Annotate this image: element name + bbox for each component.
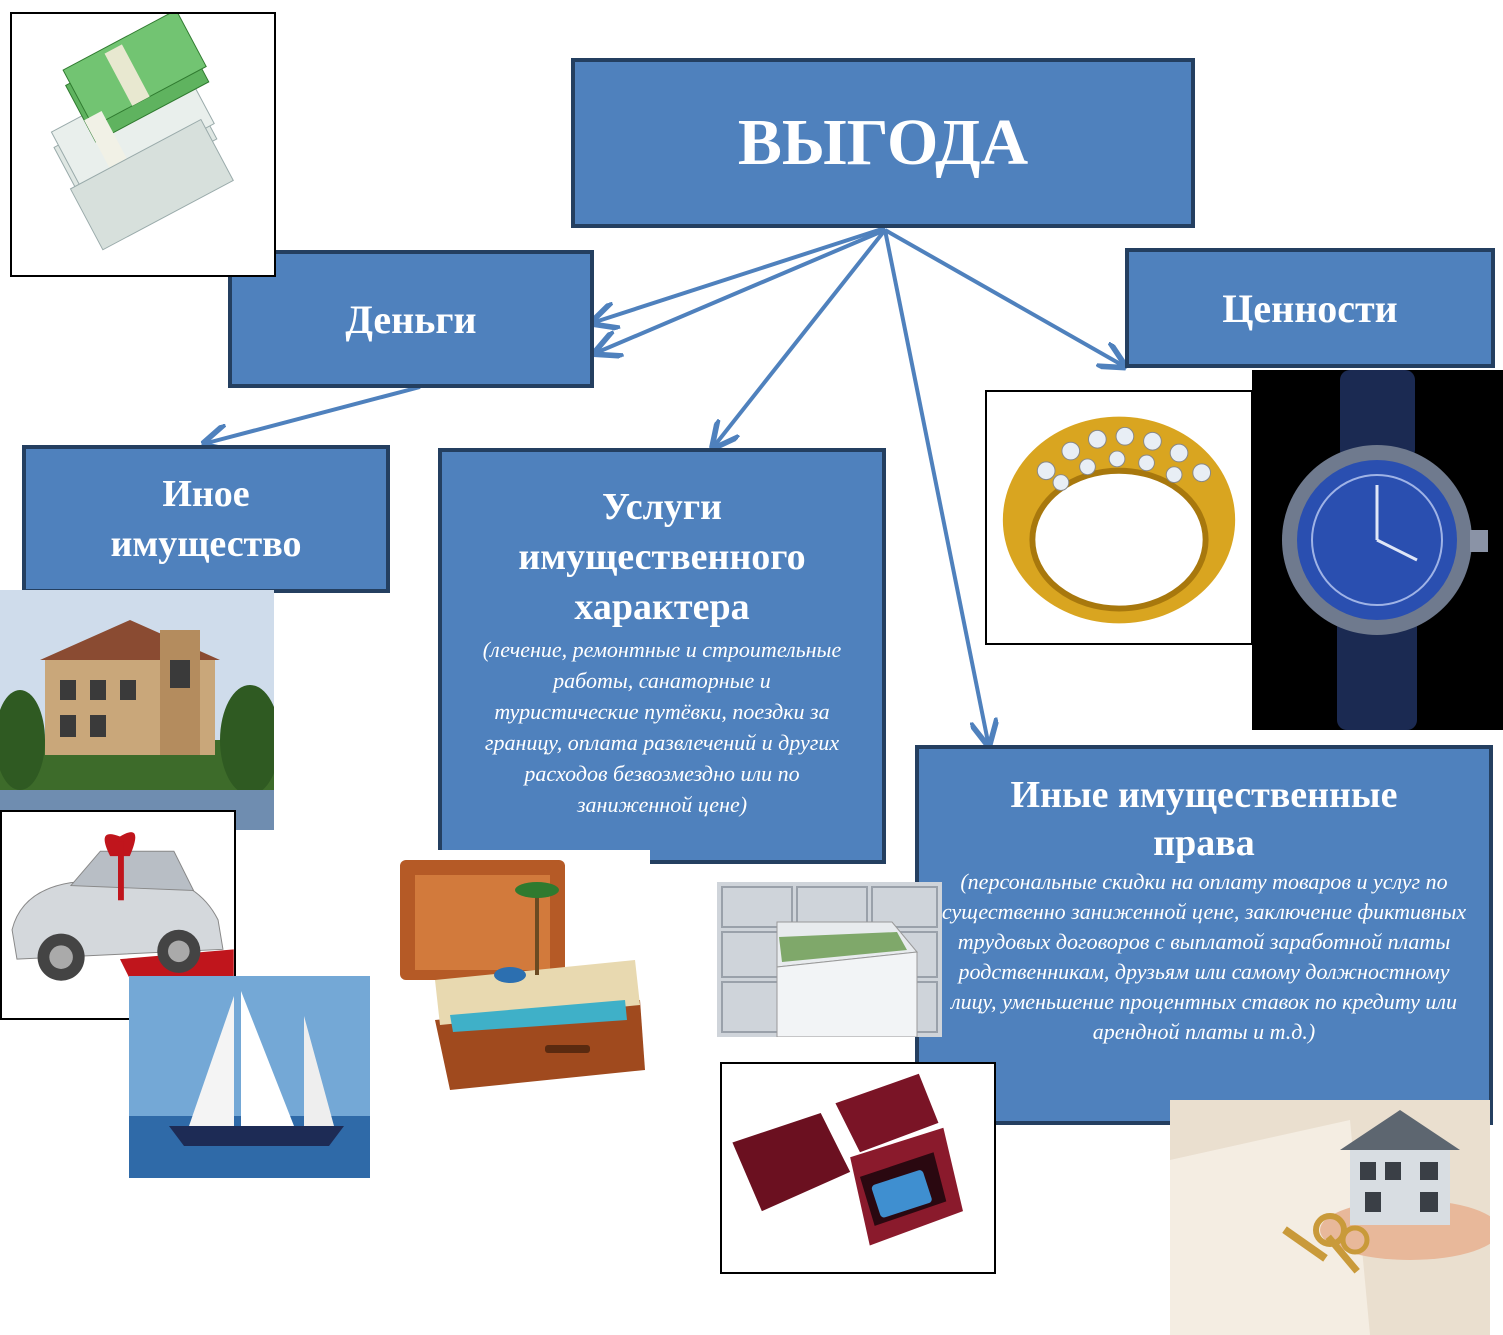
- safe-deposit-image: [717, 882, 942, 1037]
- arrow-to-valuables: [884, 228, 1122, 365]
- arrow-to-money-2: [598, 228, 886, 352]
- arrow-to-services: [715, 228, 887, 445]
- money-label: Деньги: [345, 296, 477, 342]
- rights-label: Иные имущественные права: [1010, 774, 1398, 864]
- arrow-to-money-1: [595, 226, 886, 322]
- valuables-box: Ценности: [1125, 248, 1495, 368]
- yacht-image: [129, 976, 370, 1178]
- rights-description: (персональные скидки на оплату товаров и…: [941, 869, 1467, 1044]
- arrow-to-rights: [883, 229, 988, 742]
- arrow-to-property: [207, 385, 421, 443]
- services-box: Услуги имущественного характера (лечение…: [438, 448, 886, 864]
- money-box: Деньги: [228, 250, 594, 388]
- services-label: Услуги имущественного характера: [518, 486, 806, 628]
- property-box: Иное имущество: [22, 445, 390, 593]
- villa-image: [0, 590, 274, 830]
- suitcase-image: [395, 850, 650, 1095]
- valuables-label: Ценности: [1222, 285, 1398, 331]
- services-description: (лечение, ремонтные и строительные работ…: [482, 637, 842, 817]
- rights-box: Иные имущественные права (персональные с…: [915, 745, 1493, 1125]
- car-image: [0, 810, 236, 1020]
- ring-image: [985, 390, 1253, 645]
- root-label: ВЫГОДА: [737, 106, 1029, 179]
- root-box: ВЫГОДА: [571, 58, 1195, 228]
- watch-image: [1252, 370, 1503, 730]
- gift-box-card-image: [720, 1062, 996, 1274]
- house-keys-image: [1170, 1100, 1490, 1335]
- banknotes-image: [10, 12, 276, 277]
- property-label: Иное имущество: [110, 473, 302, 565]
